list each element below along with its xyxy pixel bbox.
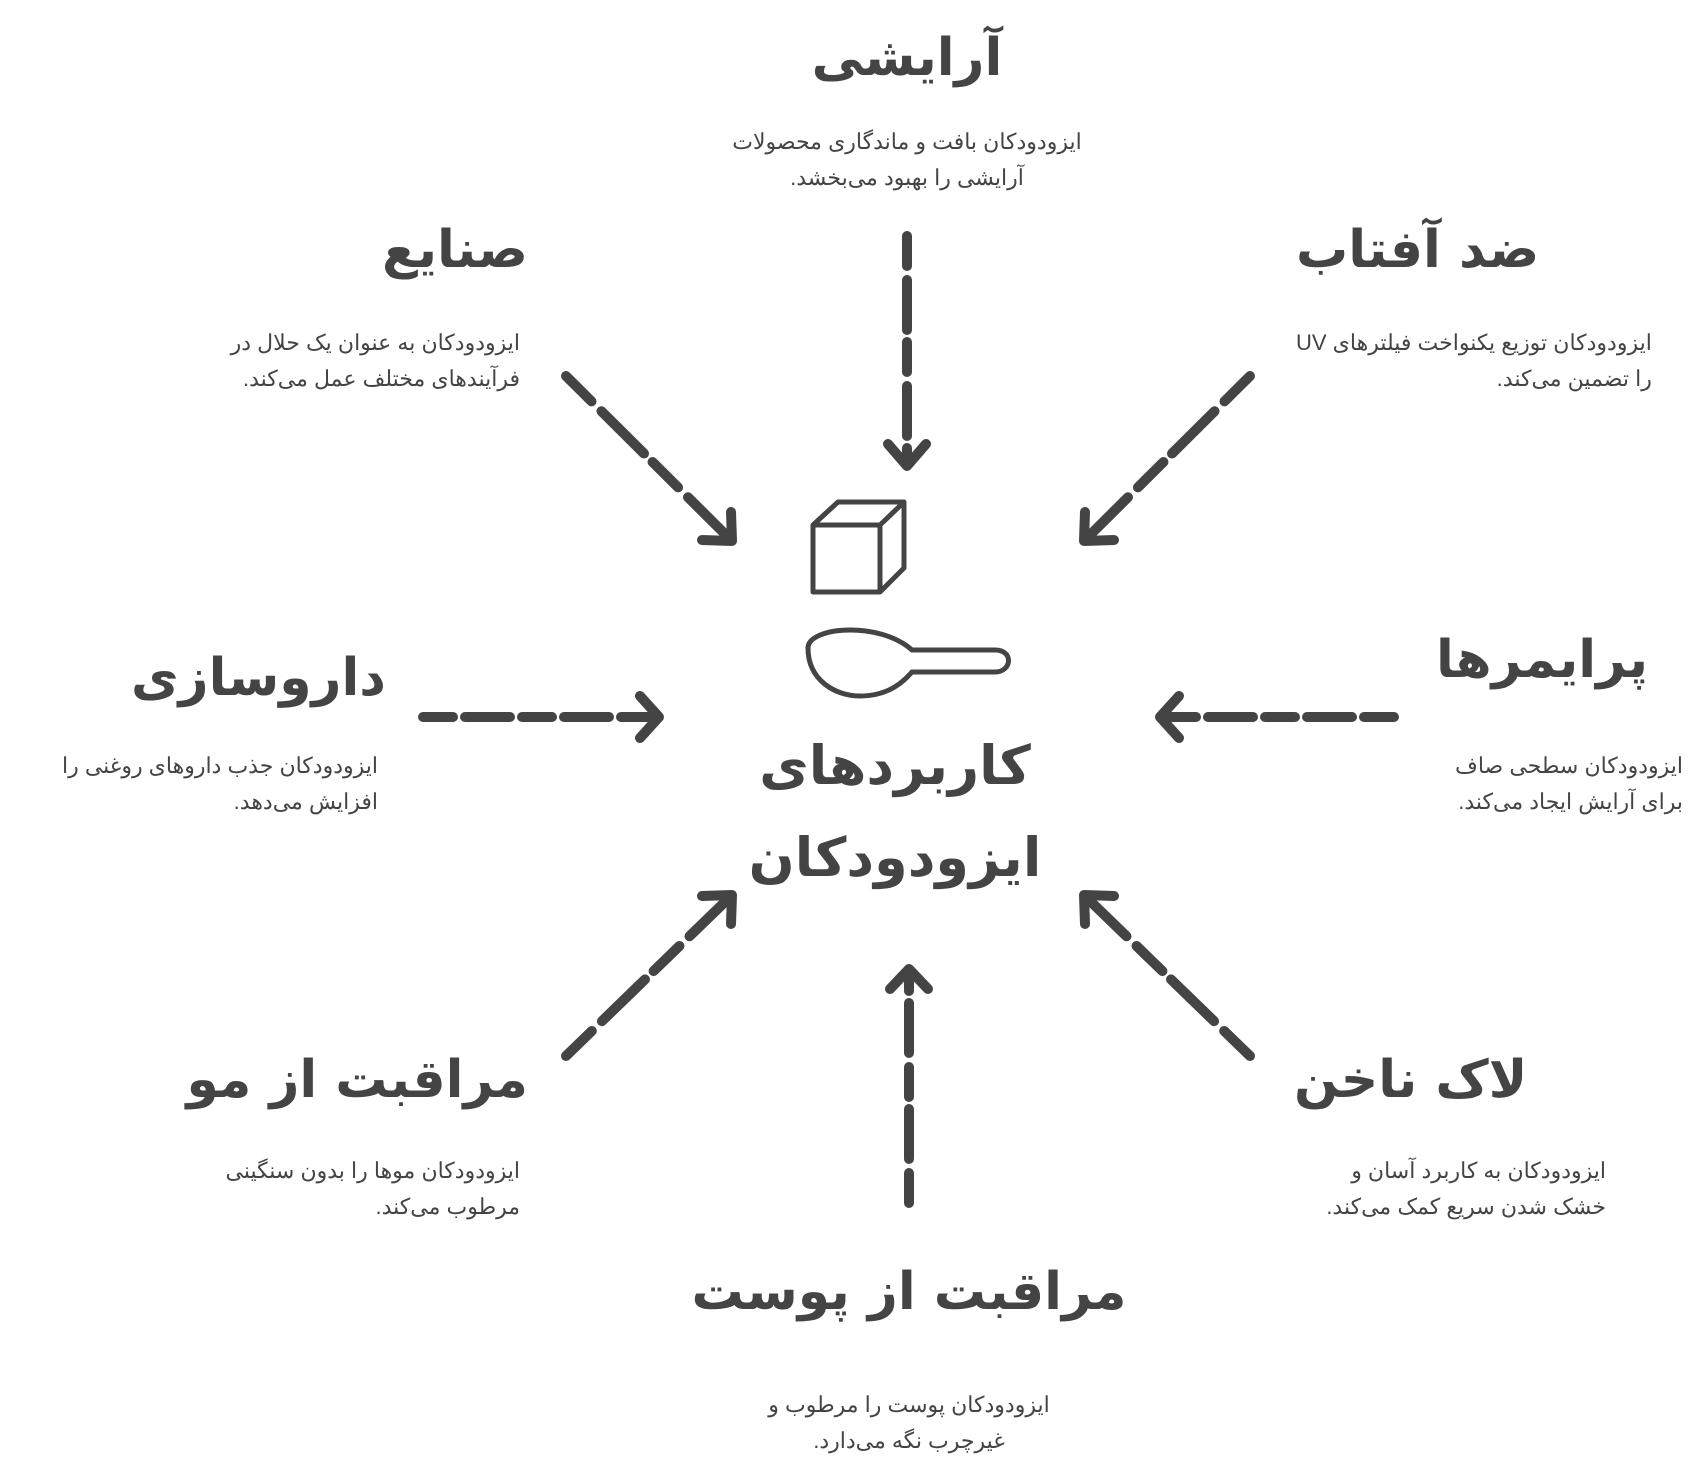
- desc-line: برای آرایش ایجاد می‌کند.: [1458, 789, 1683, 814]
- node-title-industry: صنایع: [381, 220, 528, 280]
- center-title-line2: ایزودودکان: [748, 826, 1042, 889]
- node-title-nailpolish: لاک ناخن: [1294, 1050, 1528, 1110]
- desc-line: فرآیندهای مختلف عمل می‌کند.: [242, 366, 520, 391]
- node-title-skincare: مراقبت از پوست: [691, 1262, 1127, 1322]
- node-desc-nailpolish: ایزودودکان به کاربرد آسان و خشک شدن سریع …: [1326, 1153, 1606, 1225]
- node-title-cosmetics: آرایشی: [811, 28, 1003, 88]
- desc-line: ایزودودکان به عنوان یک حلال در: [230, 330, 520, 355]
- node-desc-industry: ایزودودکان به عنوان یک حلال در فرآیندهای …: [231, 325, 520, 397]
- desc-line: مرطوب می‌کند.: [375, 1194, 520, 1219]
- node-desc-pharma: ایزودودکان جذب داروهای روغنی را افزایش می…: [62, 748, 378, 820]
- desc-line: آرایشی را بهبود می‌بخشد.: [790, 165, 1024, 190]
- arrow-primers: [1155, 691, 1399, 743]
- desc-line: افزایش می‌دهد.: [233, 789, 378, 814]
- arrow-pharma: [418, 691, 664, 743]
- arrow-skincare: [885, 964, 933, 1208]
- arrow-cosmetics: [883, 231, 931, 471]
- arrow-nailpolish: [1079, 890, 1255, 1061]
- desc-line: خشک شدن سریع کمک می‌کند.: [1326, 1194, 1606, 1219]
- node-title-haircare: مراقبت از مو: [186, 1050, 528, 1110]
- node-desc-skincare: ایزودودکان پوست را مرطوب و غیرچرب نگه می‌…: [709, 1387, 1109, 1459]
- arrow-sunscreen: [1079, 371, 1255, 546]
- desc-line: را تضمین می‌کند.: [1496, 366, 1652, 391]
- node-desc-sunscreen: ایزودودکان توزیع یکنواخت فیلترهای UV را ت…: [1296, 325, 1652, 397]
- desc-line: ایزودودکان پوست را مرطوب و: [768, 1392, 1050, 1417]
- spoon-icon: [805, 627, 1011, 699]
- desc-line: ایزودودکان توزیع یکنواخت فیلترهای UV: [1296, 330, 1652, 355]
- node-title-primers: پرایمرها: [1435, 630, 1648, 690]
- desc-line: ایزودودکان موها را بدون سنگینی: [225, 1158, 520, 1183]
- node-title-sunscreen: ضد آفتاب: [1296, 220, 1540, 280]
- desc-line: غیرچرب نگه می‌دارد.: [813, 1428, 1005, 1453]
- desc-line: ایزودودکان سطحی صاف: [1455, 753, 1683, 778]
- node-desc-haircare: ایزودودکان موها را بدون سنگینی مرطوب می‌ک…: [226, 1153, 520, 1225]
- node-desc-primers: ایزودودکان سطحی صاف برای آرایش ایجاد می‌ک…: [1455, 748, 1683, 820]
- arrow-industry: [561, 371, 737, 546]
- desc-line: ایزودودکان جذب داروهای روغنی را: [61, 753, 378, 778]
- center-title: کاربردهای ایزودودکان: [695, 720, 1095, 904]
- node-desc-cosmetics: ایزودودکان بافت و ماندگاری محصولات آرایشی…: [707, 124, 1107, 196]
- center-title-line1: کاربردهای: [759, 734, 1031, 797]
- node-title-pharma: داروسازی: [130, 648, 386, 708]
- desc-line: ایزودودکان بافت و ماندگاری محصولات: [732, 129, 1082, 154]
- cube-icon: [810, 499, 907, 595]
- arrow-haircare: [561, 890, 737, 1061]
- desc-line: ایزودودکان به کاربرد آسان و: [1351, 1158, 1606, 1183]
